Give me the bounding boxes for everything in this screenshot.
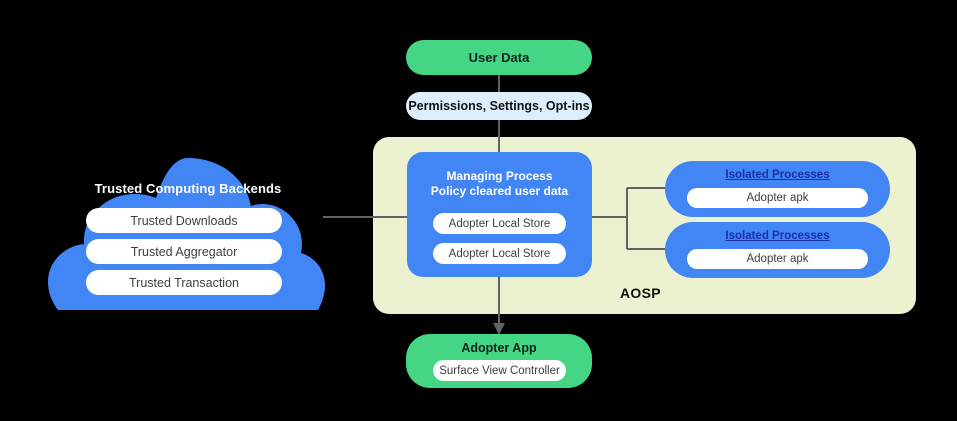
managing-process-title-line2: Policy cleared user data <box>430 184 569 198</box>
adopter-apk-1[interactable]: Adopter apk <box>687 188 868 208</box>
isolated-processes-link-1[interactable]: Isolated Processes <box>725 169 830 181</box>
isolated-process-node-1[interactable]: Isolated Processes Adopter apk <box>665 161 890 217</box>
isolated-processes-link-2[interactable]: Isolated Processes <box>725 230 830 242</box>
managing-process-title-line1: Managing Process <box>446 169 553 183</box>
adopter-local-store-2[interactable]: Adopter Local Store <box>433 243 566 264</box>
cloud-item-label: Trusted Downloads <box>130 213 238 228</box>
arrowhead-adopterapp <box>493 323 505 335</box>
adopter-local-store-1[interactable]: Adopter Local Store <box>433 213 566 234</box>
permissions-settings-optins-node[interactable]: Permissions, Settings, Opt-ins <box>406 92 592 120</box>
surface-view-controller-label: Surface View Controller <box>439 364 560 377</box>
adopter-apk-label: Adopter apk <box>746 192 809 204</box>
user-data-node[interactable]: User Data <box>406 40 592 75</box>
cloud-title: Trusted Computing Backends <box>94 181 282 196</box>
cloud-item-trusted-aggregator[interactable]: Trusted Aggregator <box>86 239 282 264</box>
adopter-app-title: Adopter App <box>461 341 537 355</box>
surface-view-controller[interactable]: Surface View Controller <box>433 360 566 381</box>
adopter-apk-label: Adopter apk <box>746 253 809 265</box>
isolated-process-node-2[interactable]: Isolated Processes Adopter apk <box>665 222 890 278</box>
user-data-label: User Data <box>468 50 530 65</box>
cloud-item-label: Trusted Aggregator <box>130 244 238 259</box>
aosp-label: AOSP <box>620 285 661 301</box>
managing-process-title: Managing Process Policy cleared user dat… <box>413 169 586 199</box>
cloud-item-trusted-transaction[interactable]: Trusted Transaction <box>86 270 282 295</box>
adopter-local-store-label: Adopter Local Store <box>448 217 551 230</box>
cloud-item-trusted-downloads[interactable]: Trusted Downloads <box>86 208 282 233</box>
adopter-app-node[interactable]: Adopter App Surface View Controller <box>406 334 592 388</box>
cloud-item-label: Trusted Transaction <box>128 275 239 290</box>
adopter-apk-2[interactable]: Adopter apk <box>687 249 868 269</box>
trusted-computing-backends-cloud: Trusted Computing Backends Trusted Downl… <box>38 158 338 310</box>
managing-process-node[interactable]: Managing Process Policy cleared user dat… <box>407 152 592 277</box>
adopter-local-store-label: Adopter Local Store <box>448 247 551 260</box>
permissions-label: Permissions, Settings, Opt-ins <box>408 99 590 113</box>
